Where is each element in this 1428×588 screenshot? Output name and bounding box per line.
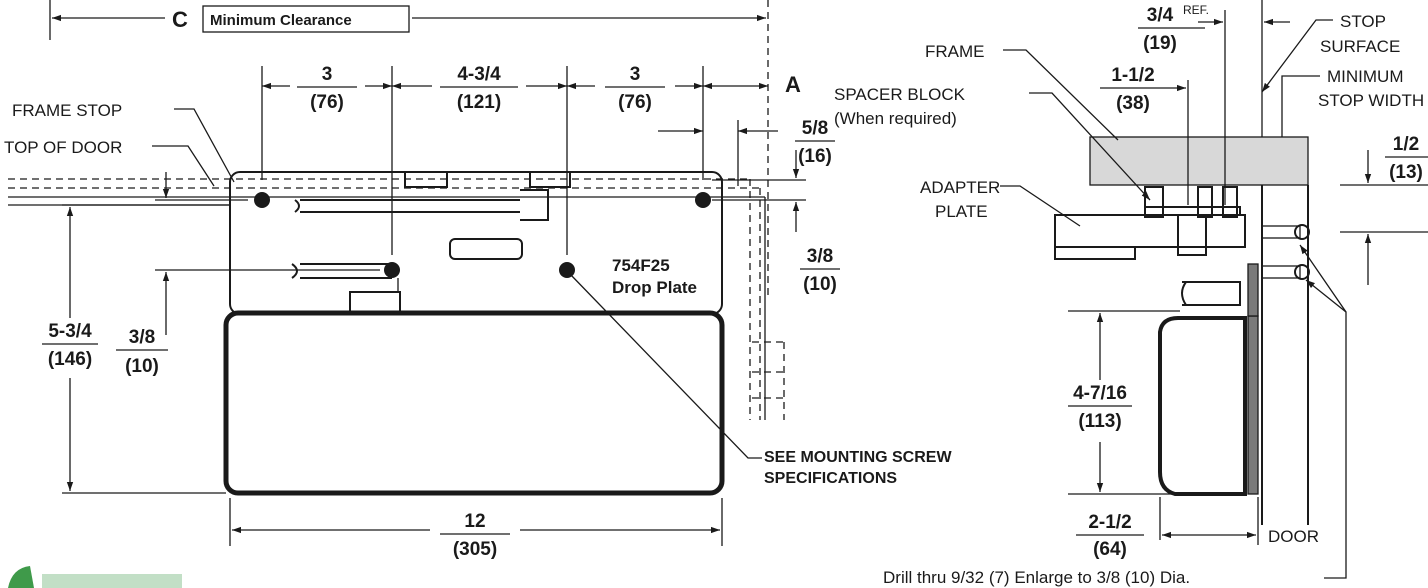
drop-plate-line1: 754F25: [612, 256, 670, 275]
frame-stop-label: FRAME STOP: [12, 101, 122, 120]
depth-mm: (64): [1093, 539, 1127, 560]
clearance-dimension: C Minimum Clearance: [49, 0, 769, 300]
closer-cover: [223, 310, 725, 496]
brand-logo-partial: [8, 566, 182, 588]
body-height-mm: (113): [1078, 411, 1121, 432]
width-dimension: 12 (305): [229, 498, 723, 560]
closer-side-body: [1158, 316, 1247, 496]
offset-58-mm: (16): [798, 146, 832, 167]
offset-38-in: 3/8: [807, 246, 833, 267]
mounting-hole-upper-left: [254, 192, 270, 208]
mounting-hole-lower-right: [559, 262, 575, 278]
body-height-in: 4-7/16: [1073, 383, 1127, 404]
door-label: DOOR: [1268, 527, 1319, 546]
closer-front-view: [223, 171, 725, 496]
adapter-plate-line2: PLATE: [935, 202, 988, 221]
lower-hole-offset-mm: (10): [125, 356, 159, 377]
mounting-hole-upper-right: [695, 192, 711, 208]
depth-in: 2-1/2: [1088, 512, 1131, 533]
side-dimensions: 3/4 REF. (19) STOP SURFACE FRAME MINIMUM…: [834, 3, 1428, 587]
stop-surface-line1: STOP: [1340, 12, 1386, 31]
frame-block: [1089, 136, 1309, 186]
spacer-block-line2: (When required): [834, 109, 957, 128]
drill-note: Drill thru 9/32 (7) Enlarge to 3/8 (10) …: [883, 568, 1190, 587]
adapter-plate-line1: ADAPTER: [920, 178, 1000, 197]
hole-spacing-dimensions: 3 (76) 4-3/4 (121) 3 (76) A: [261, 64, 801, 255]
front-vertical-dimensions: 5-3/4 (146) 3/8 (10): [42, 172, 380, 494]
dimension-a-label: A: [785, 72, 801, 97]
front-leader-labels: FRAME STOP TOP OF DOOR: [4, 101, 235, 187]
spacing-2-mm: (121): [457, 92, 501, 113]
spacing-3-in: 3: [630, 64, 641, 85]
ref-dim-mm: (19): [1143, 33, 1177, 54]
clearance-letter: C: [172, 7, 188, 32]
min-stop-width-line1: MINIMUM: [1327, 67, 1403, 86]
clearance-label: Minimum Clearance: [210, 12, 352, 29]
spacing-1-in: 3: [322, 64, 333, 85]
lower-hole-offset-in: 3/8: [129, 327, 155, 348]
ref-dim-ref: REF.: [1183, 3, 1209, 17]
spacing-1-mm: (76): [310, 92, 344, 113]
spacing-3-mm: (76): [618, 92, 652, 113]
offset-38-mm: (10): [803, 274, 837, 295]
closer-side-view: [1054, 0, 1310, 525]
plate-dim-in: 1-1/2: [1111, 65, 1154, 86]
mounting-hole-lower-left: [384, 262, 400, 278]
overall-height-mm: (146): [48, 349, 92, 370]
offset-58-in: 5/8: [802, 118, 828, 139]
screw-note-line2: SPECIFICATIONS: [764, 470, 897, 487]
screw-note-line1: SEE MOUNTING SCREW: [764, 449, 952, 466]
door-frame-lines: [8, 178, 785, 420]
overall-height-in: 5-3/4: [48, 321, 92, 342]
spacing-2-in: 4-3/4: [457, 64, 501, 85]
plate-dim-mm: (38): [1116, 93, 1150, 114]
spacer-block-line1: SPACER BLOCK: [834, 85, 966, 104]
stop-surface-line2: SURFACE: [1320, 37, 1400, 56]
drop-plate-line2: Drop Plate: [612, 278, 697, 297]
min-stop-width-line2: STOP WIDTH: [1318, 91, 1424, 110]
width-mm: (305): [453, 539, 497, 560]
frame-label: FRAME: [925, 42, 985, 61]
offset-12-mm: (13): [1389, 162, 1423, 183]
front-notes: 754F25 Drop Plate SEE MOUNTING SCREW SPE…: [569, 256, 952, 487]
width-in: 12: [464, 511, 485, 532]
door-edge: [1247, 315, 1259, 495]
front-right-dimensions: 5/8 (16) 3/8 (10): [658, 118, 840, 295]
offset-12-in: 1/2: [1393, 134, 1419, 155]
ref-dim-in: 3/4: [1147, 5, 1174, 26]
top-of-door-label: TOP OF DOOR: [4, 138, 122, 157]
